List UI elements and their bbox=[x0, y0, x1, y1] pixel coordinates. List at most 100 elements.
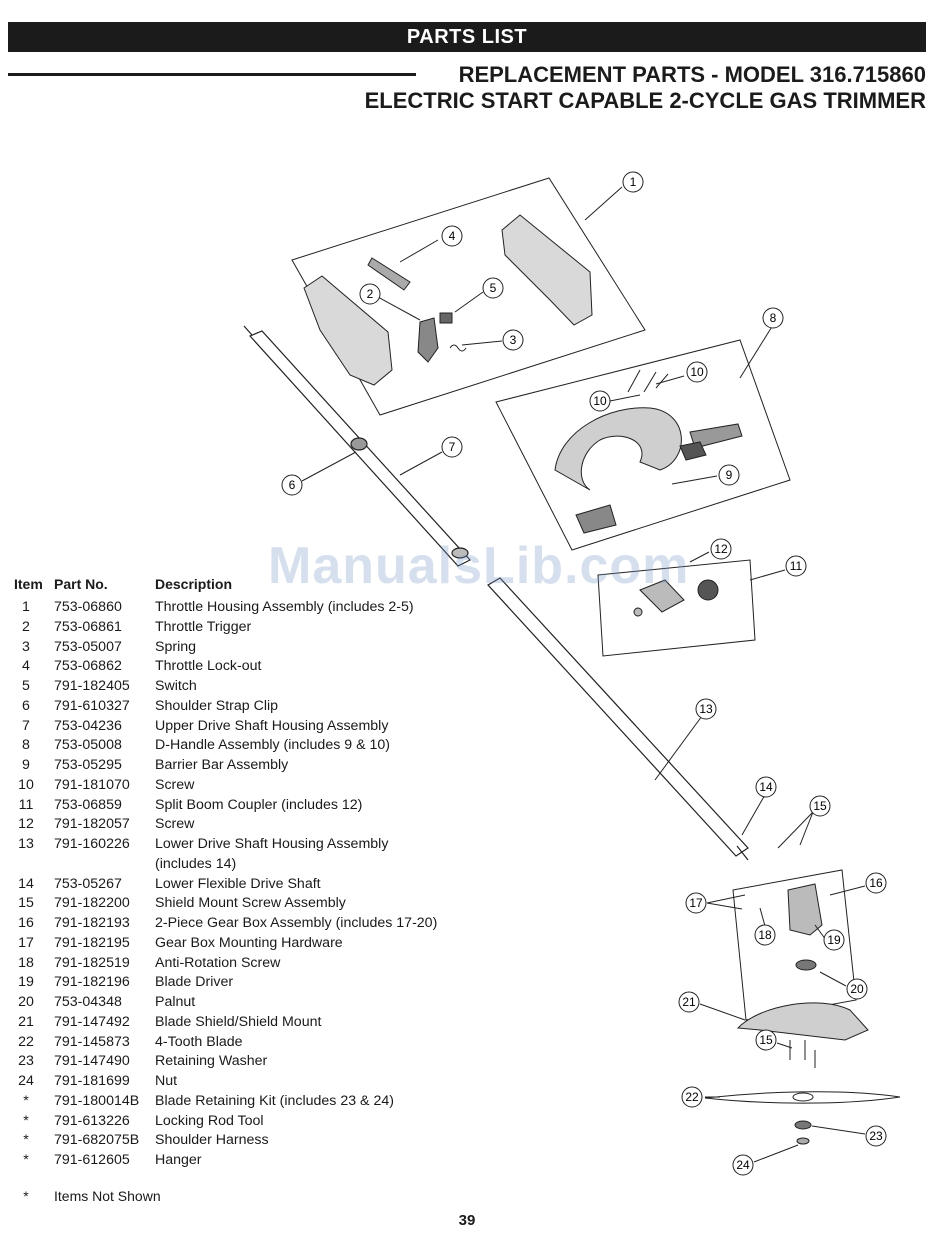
watermark: ManualsLib.com bbox=[268, 537, 690, 595]
d-handle-parts bbox=[554, 369, 743, 534]
callout-label: 5 bbox=[490, 281, 497, 295]
shield-screws bbox=[789, 1040, 816, 1068]
callout-10b: 10 bbox=[589, 390, 611, 412]
blade bbox=[704, 1091, 901, 1145]
callout-label: 23 bbox=[869, 1129, 883, 1143]
page-title: REPLACEMENT PARTS - MODEL 316.715860 bbox=[458, 62, 926, 87]
callout-15b: 15 bbox=[755, 1029, 777, 1051]
callout-label: 1 bbox=[630, 175, 637, 189]
callout-label: 7 bbox=[449, 440, 456, 454]
callout-22: 22 bbox=[681, 1086, 703, 1108]
callout-label: 3 bbox=[510, 333, 517, 347]
part-number: 791-182200 bbox=[54, 895, 130, 912]
callout-16: 16 bbox=[865, 872, 887, 894]
part-description: Blade Retaining Kit (includes 23 & 24) bbox=[155, 1092, 394, 1109]
part-number: 791-181699 bbox=[54, 1073, 130, 1089]
item-number: 21 bbox=[18, 1013, 34, 1030]
part-number: 791-610327 bbox=[54, 697, 130, 714]
part-description: Lower Flexible Drive Shaft bbox=[155, 875, 321, 892]
part-description: Hanger bbox=[155, 1152, 202, 1168]
item-number: 16 bbox=[18, 915, 34, 931]
callout-label: 17 bbox=[689, 896, 703, 910]
callout-17: 17 bbox=[685, 892, 707, 914]
part-number: 791-682075B bbox=[54, 1132, 140, 1149]
footnote-symbol: * bbox=[23, 1188, 29, 1204]
part-number: 753-05008 bbox=[54, 737, 122, 754]
part-number: 753-06862 bbox=[54, 658, 122, 675]
leader-lines bbox=[301, 186, 866, 1163]
part-description: (includes 14) bbox=[155, 855, 237, 872]
item-number: 20 bbox=[18, 994, 34, 1010]
item-number: 19 bbox=[18, 974, 34, 991]
callout-label: 8 bbox=[770, 311, 777, 325]
part-number: 791-160226 bbox=[54, 836, 130, 852]
part-number: 791-182196 bbox=[54, 974, 130, 991]
part-description: Blade Shield/Shield Mount bbox=[155, 1013, 322, 1030]
item-number: 1 bbox=[22, 599, 30, 615]
callout-8: 8 bbox=[762, 307, 784, 329]
part-number: 753-06861 bbox=[54, 618, 122, 635]
callout-7: 7 bbox=[441, 436, 463, 458]
banner-title: PARTS LIST bbox=[406, 25, 528, 48]
footnote-text: Items Not Shown bbox=[54, 1188, 161, 1204]
d-handle-box bbox=[495, 339, 791, 551]
part-description: Anti-Rotation Screw bbox=[155, 954, 281, 971]
callout-3: 3 bbox=[502, 329, 524, 351]
part-number: 791-182405 bbox=[54, 678, 130, 694]
part-number: 791-181070 bbox=[54, 776, 130, 793]
part-description: D-Handle Assembly (includes 9 & 10) bbox=[155, 737, 390, 754]
callout-label: 12 bbox=[714, 542, 728, 556]
part-description: Gear Box Mounting Hardware bbox=[155, 934, 343, 951]
callout-13: 13 bbox=[695, 698, 717, 720]
part-number: 753-06859 bbox=[54, 796, 122, 813]
item-number: 10 bbox=[18, 776, 34, 793]
gearbox-parts bbox=[787, 883, 823, 971]
gearbox-box bbox=[732, 869, 857, 1021]
callout-5: 5 bbox=[482, 277, 504, 299]
part-description: 4-Tooth Blade bbox=[155, 1033, 243, 1050]
item-number: 4 bbox=[22, 658, 30, 675]
callout-label: 15 bbox=[813, 799, 827, 813]
page-number: 39 bbox=[458, 1212, 476, 1229]
part-description: Lower Drive Shaft Housing Assembly bbox=[155, 836, 389, 852]
callout-9: 9 bbox=[718, 464, 740, 486]
part-number: 753-05007 bbox=[54, 638, 122, 655]
callout-label: 4 bbox=[449, 229, 456, 243]
item-number: 3 bbox=[22, 638, 30, 655]
callout-10a: 10 bbox=[686, 361, 708, 383]
part-number: 791-147492 bbox=[54, 1013, 130, 1030]
callout-label: 11 bbox=[790, 559, 803, 573]
item-number: 22 bbox=[18, 1033, 34, 1050]
part-number: 791-182519 bbox=[54, 954, 130, 971]
column-header-part-no: Part No. bbox=[54, 576, 108, 592]
callout-15a: 15 bbox=[809, 795, 831, 817]
item-number: 14 bbox=[18, 875, 34, 892]
item-number: 11 bbox=[18, 796, 34, 813]
callout-label: 22 bbox=[685, 1090, 699, 1104]
item-number: 5 bbox=[22, 678, 30, 694]
item-number: * bbox=[23, 1092, 29, 1109]
part-number: 791-182057 bbox=[54, 816, 130, 833]
part-description: Barrier Bar Assembly bbox=[155, 757, 289, 773]
part-description: Spring bbox=[155, 638, 197, 655]
item-number: 7 bbox=[22, 717, 30, 734]
part-description: Shield Mount Screw Assembly bbox=[155, 895, 346, 912]
item-number: 9 bbox=[22, 757, 30, 773]
item-number: 12 bbox=[18, 816, 34, 833]
lower-drive-shaft bbox=[487, 577, 749, 861]
item-number: 2 bbox=[22, 618, 30, 635]
coupler-parts bbox=[633, 579, 719, 617]
callout-label: 16 bbox=[869, 876, 883, 890]
part-number: 791-182195 bbox=[54, 934, 130, 951]
callout-label: 19 bbox=[827, 933, 841, 947]
item-number: * bbox=[23, 1132, 29, 1149]
callout-label: 10 bbox=[593, 394, 607, 408]
part-number: 753-05267 bbox=[54, 875, 122, 892]
callout-label: 2 bbox=[367, 287, 374, 301]
callout-label: 13 bbox=[699, 702, 713, 716]
part-number: 753-06860 bbox=[54, 599, 122, 615]
part-description: Switch bbox=[155, 678, 197, 694]
part-number: 791-145873 bbox=[54, 1033, 130, 1050]
callout-4: 4 bbox=[441, 225, 463, 247]
part-description: Screw bbox=[155, 816, 195, 833]
